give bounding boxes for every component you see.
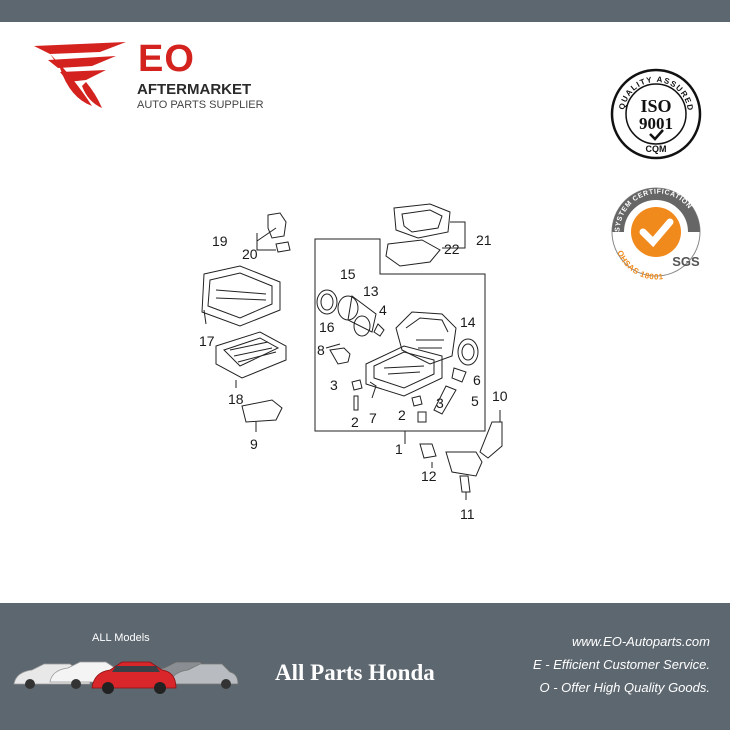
sgs-ohsas-seal: SYSTEM CERTIFICATION OHSAS 18001 SGS [611, 187, 701, 282]
check-icon [649, 129, 664, 141]
honda-cars-lineup-icon [13, 661, 239, 694]
callout-2-left: 2 [351, 414, 359, 430]
tagline-efficient: E - Efficient Customer Service. [533, 657, 710, 672]
callout-22: 22 [444, 241, 460, 257]
callout-1: 1 [395, 441, 403, 457]
callout-10: 10 [492, 388, 508, 404]
callout-20: 20 [242, 246, 258, 262]
callout-6: 6 [473, 372, 481, 388]
eo-wing-icon [34, 42, 126, 108]
callout-13: 13 [363, 283, 379, 299]
callout-9: 9 [250, 436, 258, 452]
callout-3-right: 3 [436, 395, 444, 411]
eo-logo[interactable]: EO AFTERMARKET AUTO PARTS SUPPLIER [30, 38, 270, 113]
logo-tagline: AUTO PARTS SUPPLIER [137, 99, 264, 111]
sgs-mark-text: SGS [672, 254, 700, 269]
callout-17: 17 [199, 333, 215, 349]
iso-main-text: ISO [640, 96, 671, 116]
callout-14: 14 [460, 314, 476, 330]
tagline-quality: O - Offer High Quality Goods. [539, 680, 710, 695]
callout-3-left: 3 [330, 377, 338, 393]
callout-8: 8 [317, 342, 325, 358]
logo-eo-text: EO [138, 38, 195, 80]
check-icon [639, 218, 674, 248]
callout-5: 5 [471, 393, 479, 409]
website-link[interactable]: www.EO-Autoparts.com [572, 634, 710, 649]
brand-title: All Parts Honda [275, 660, 435, 685]
callout-21: 21 [476, 232, 492, 248]
iso-9001-seal: QUALITY ASSURED FIRM ISO 9001 CQM [610, 68, 702, 160]
callout-12: 12 [421, 468, 437, 484]
callout-19: 19 [212, 233, 228, 249]
logo-aftermarket-text: AFTERMARKET [137, 81, 252, 98]
iso-number-text: 9001 [639, 114, 673, 133]
diagram-drawing [201, 203, 503, 500]
callout-15: 15 [340, 266, 356, 282]
callout-18: 18 [228, 391, 244, 407]
callout-7: 7 [369, 410, 377, 426]
air-cleaner-parts-diagram: 19 20 21 22 15 13 4 16 17 14 8 3 7 6 18 … [180, 200, 530, 530]
all-models-label[interactable]: ALL Models [92, 632, 150, 644]
callout-2-right: 2 [398, 407, 406, 423]
callout-4: 4 [379, 302, 387, 318]
callout-16: 16 [319, 319, 335, 335]
callout-11: 11 [460, 506, 475, 522]
iso-mark-text: CQM [646, 144, 667, 154]
top-bar [0, 0, 730, 22]
